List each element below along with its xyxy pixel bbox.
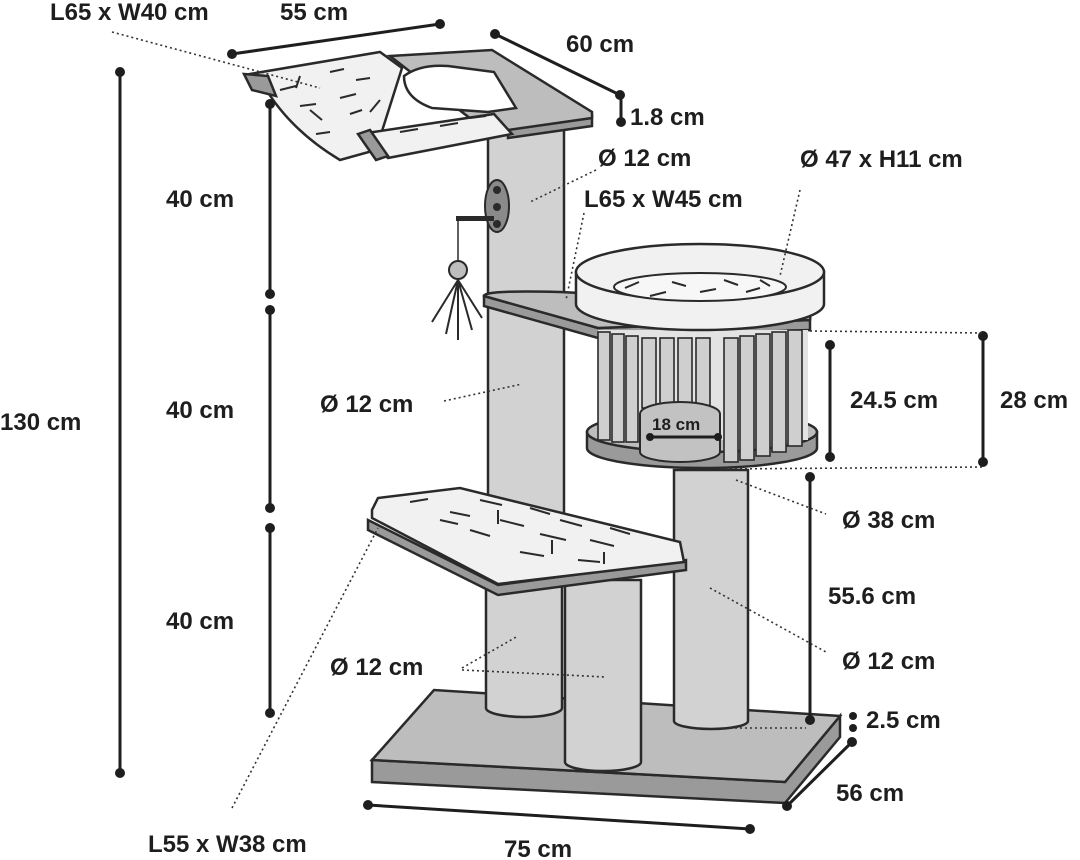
lower-post-label: Ø 12 cm — [330, 654, 423, 681]
hammock-size-label: L65 x W40 cm — [50, 0, 209, 26]
leader-lines — [111, 31, 827, 809]
round-bed — [574, 242, 826, 332]
right-post — [672, 468, 750, 731]
dim-top-width — [227, 19, 445, 59]
base-thickness-label: 2.5 cm — [866, 707, 941, 734]
lower-front-post — [563, 578, 643, 773]
cave-diameter-label: Ø 38 cm — [842, 507, 935, 534]
cat-cave: 18 cm — [585, 329, 819, 470]
main-post — [486, 126, 566, 523]
cave-slats — [597, 329, 803, 463]
cave-opening-label: 18 cm — [652, 415, 700, 434]
top-thickness-label: 1.8 cm — [630, 104, 705, 131]
top-depth-label: 60 cm — [566, 31, 634, 58]
cave-inner-height-label: 24.5 cm — [850, 387, 938, 414]
mid-platform-label: L65 x W45 cm — [584, 186, 743, 213]
seg-upper-label: 40 cm — [166, 186, 234, 213]
post-top-label: Ø 12 cm — [598, 145, 691, 172]
dim-base-width — [363, 800, 755, 834]
bed-size-label: Ø 47 x H11 cm — [800, 146, 963, 173]
base-width-label: 75 cm — [504, 836, 572, 860]
cave-outer-height-label: 28 cm — [1000, 387, 1068, 414]
dim-base-depth — [782, 737, 857, 811]
dim-40-stack — [265, 99, 275, 718]
dim-top-thickness — [616, 97, 626, 127]
seg-lower-label: 40 cm — [166, 608, 234, 635]
low-platform — [366, 486, 688, 597]
toy-mount — [431, 179, 510, 340]
top-width-label: 55 cm — [280, 0, 348, 26]
dim-base-thickness — [849, 712, 857, 732]
dim-cave-heights — [719, 330, 988, 470]
hammock — [241, 50, 515, 162]
seg-middle-label: 40 cm — [166, 397, 234, 424]
dim-right-post — [730, 472, 815, 729]
low-platform-label: L55 x W38 cm — [148, 831, 307, 858]
total-height-label: 130 cm — [0, 409, 81, 436]
right-post-height-label: 55.6 cm — [828, 583, 916, 610]
base-depth-label: 56 cm — [836, 780, 904, 807]
post-mid-label: Ø 12 cm — [320, 391, 413, 418]
dim-130 — [115, 67, 125, 778]
right-post-diameter-label: Ø 12 cm — [842, 648, 935, 675]
lower-left-post — [484, 573, 564, 719]
dim-top-depth — [490, 29, 625, 100]
